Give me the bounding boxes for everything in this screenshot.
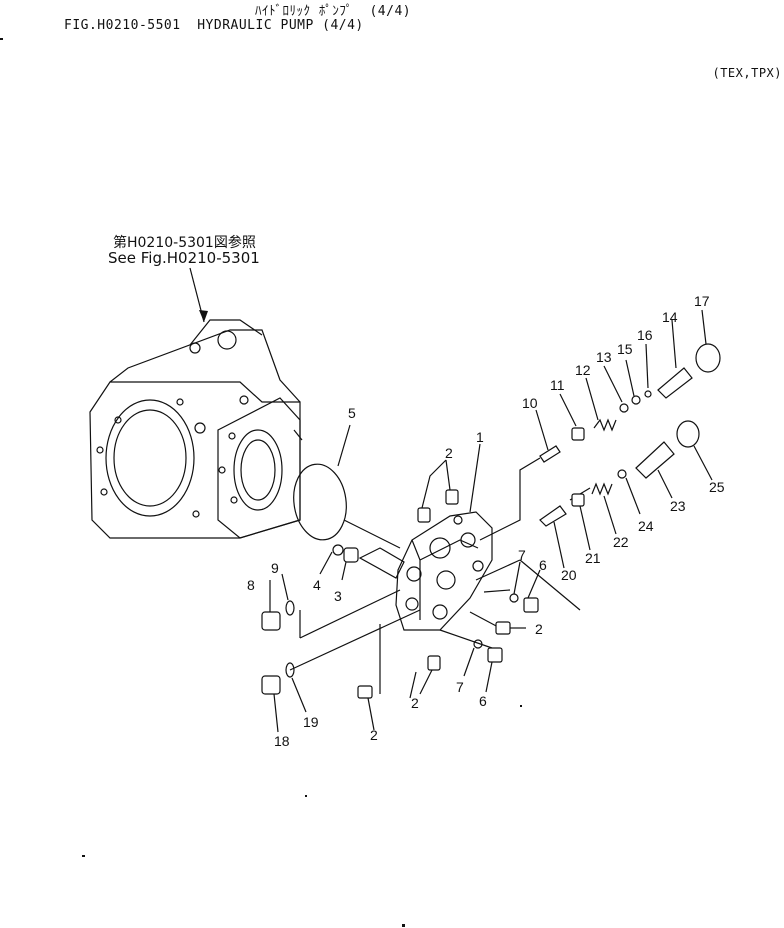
pump-housing <box>89 319 303 539</box>
callout-2: 2 <box>445 445 453 461</box>
callout-9: 9 <box>271 560 279 576</box>
callout-numbers: 1 2 2 2 2 3 4 5 6 6 7 7 8 9 10 11 12 13 … <box>247 293 725 749</box>
callout-14: 14 <box>662 309 678 325</box>
scan-specks <box>0 38 522 927</box>
callout-4: 4 <box>313 577 321 593</box>
reference-note-english: See Fig.H0210-5301 <box>108 249 260 267</box>
reference-note-japanese: 第H0210-5301図参照 <box>113 235 256 251</box>
callout-2: 2 <box>535 621 543 637</box>
callout-8: 8 <box>247 577 255 593</box>
callout-7: 7 <box>518 547 526 563</box>
callout-23: 23 <box>670 498 686 514</box>
callout-leaders <box>269 309 713 733</box>
callout-18: 18 <box>274 733 290 749</box>
callout-24: 24 <box>638 518 654 534</box>
callout-6: 6 <box>539 557 547 573</box>
callout-5: 5 <box>348 405 356 421</box>
callout-3: 3 <box>334 588 342 604</box>
callout-7: 7 <box>456 679 464 695</box>
callout-20: 20 <box>561 567 577 583</box>
callout-12: 12 <box>575 362 591 378</box>
gasket-part-5 <box>293 424 351 541</box>
callout-2: 2 <box>370 727 378 743</box>
callout-16: 16 <box>637 327 653 343</box>
small-parts <box>261 343 721 699</box>
callout-11: 11 <box>550 377 565 393</box>
callout-6: 6 <box>479 693 487 709</box>
figure-title: FIG.H0210-5501 HYDRAULIC PUMP (4/4) <box>64 18 364 33</box>
callout-2: 2 <box>411 695 419 711</box>
callout-19: 19 <box>303 714 319 730</box>
callout-15: 15 <box>617 341 633 357</box>
callout-13: 13 <box>596 349 612 365</box>
callout-17: 17 <box>694 293 710 309</box>
valve-body-part-1 <box>358 511 493 631</box>
callout-25: 25 <box>709 479 725 495</box>
callout-21: 21 <box>585 550 601 566</box>
callout-1: 1 <box>476 429 484 445</box>
reference-arrow <box>189 267 208 323</box>
callout-10: 10 <box>522 395 538 411</box>
japanese-title: ﾊｲﾄﾞﾛﾘｯｸ ﾎﾟﾝﾌﾟ (4/4) <box>255 4 412 19</box>
callout-22: 22 <box>613 534 629 550</box>
variant-label: (TEX,TPX) <box>712 66 782 80</box>
